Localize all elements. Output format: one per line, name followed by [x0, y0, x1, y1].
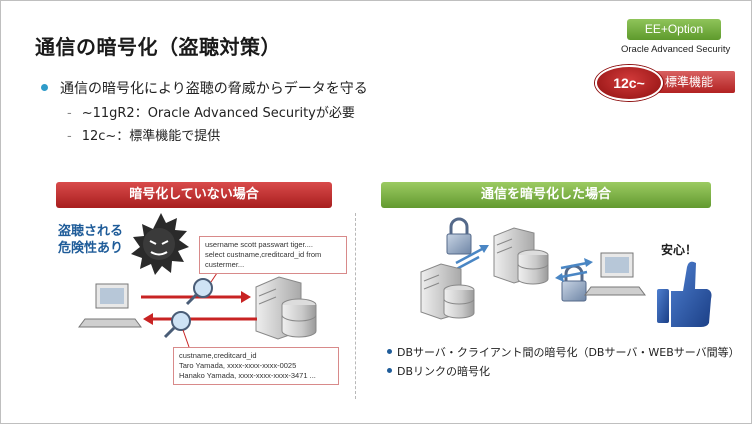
database-icon [443, 284, 475, 319]
sub-bullet-text: 12c~：標準機能で提供 [81, 129, 221, 144]
intercepted-result-callout: custname,creditcard_id Taro Yamada, xxxx… [173, 347, 339, 385]
computer-icon [78, 283, 142, 328]
right-bullet-1: DBサーバ・クライアント間の暗号化（DBサーバ・WEBサーバ間等） [387, 344, 740, 360]
encrypted-header: 通信を暗号化した場合 [381, 182, 711, 208]
padlock-icon [446, 217, 472, 255]
right-bullet-2: DBリンクの暗号化 [387, 363, 490, 379]
right-bullet-text: DBサーバ・クライアント間の暗号化（DBサーバ・WEBサーバ間等） [397, 346, 740, 359]
computer-icon [584, 252, 646, 296]
unencrypted-header: 暗号化していない場合 [56, 182, 332, 208]
spiky-threat-icon [131, 213, 189, 275]
magnifier-icon [185, 272, 218, 306]
danger-line-2: 危険性あり [58, 241, 124, 256]
padlock-icon [561, 264, 587, 302]
ee-option-subtitle: Oracle Advanced Security [621, 44, 731, 55]
standard-feature-badge: 標準機能 12c~ [595, 65, 737, 101]
sub-bullet-dash: - [67, 106, 72, 121]
standard-feature-label: 標準機能 [643, 71, 735, 93]
sub-bullet-text: ~11gR2：Oracle Advanced Securityが必要 [81, 106, 355, 121]
bullet-dot-icon [387, 368, 392, 373]
database-icon [517, 249, 549, 285]
intercepted-query-callout: username scott passwart tiger.... select… [199, 236, 347, 274]
sub-bullet-dash: - [67, 129, 72, 144]
thumbs-up-icon [657, 261, 712, 327]
panel-divider [355, 213, 356, 399]
callout-line: username scott passwart tiger.... [205, 240, 313, 249]
callout-line: Taro Yamada, xxxx-xxxx-xxxx-0025 [179, 361, 297, 370]
safe-label: 安心！ [661, 243, 698, 257]
callout-line: custname,creditcard_id [179, 351, 257, 360]
main-bullet: 通信の暗号化により盗聴の脅威からデータを守る [41, 78, 368, 98]
callout-line: Hanako Yamada, xxxx-xxxx-xxxx-3471 ... [179, 371, 316, 380]
right-bullet-text: DBリンクの暗号化 [397, 365, 491, 378]
sub-bullet-1: -~11gR2：Oracle Advanced Securityが必要 [67, 102, 355, 121]
magnifier-icon [163, 311, 191, 348]
version-oval: 12c~ [595, 65, 663, 101]
callout-line: select custname,creditcard_id from [205, 250, 322, 259]
bullet-dot-icon [387, 349, 392, 354]
database-icon [281, 298, 317, 338]
danger-text: 盗聴される 危険性あり [58, 223, 123, 257]
callout-line: custermer... [205, 260, 245, 269]
slide-title: 通信の暗号化（盗聴対策） [35, 35, 281, 59]
ee-option-badge: EE+Option [627, 19, 721, 40]
sub-bullet-2: -12c~：標準機能で提供 [67, 125, 220, 144]
danger-line-1: 盗聴される [58, 224, 124, 239]
bullet-dot-icon [41, 84, 48, 91]
main-bullet-text: 通信の暗号化により盗聴の脅威からデータを守る [60, 81, 368, 97]
